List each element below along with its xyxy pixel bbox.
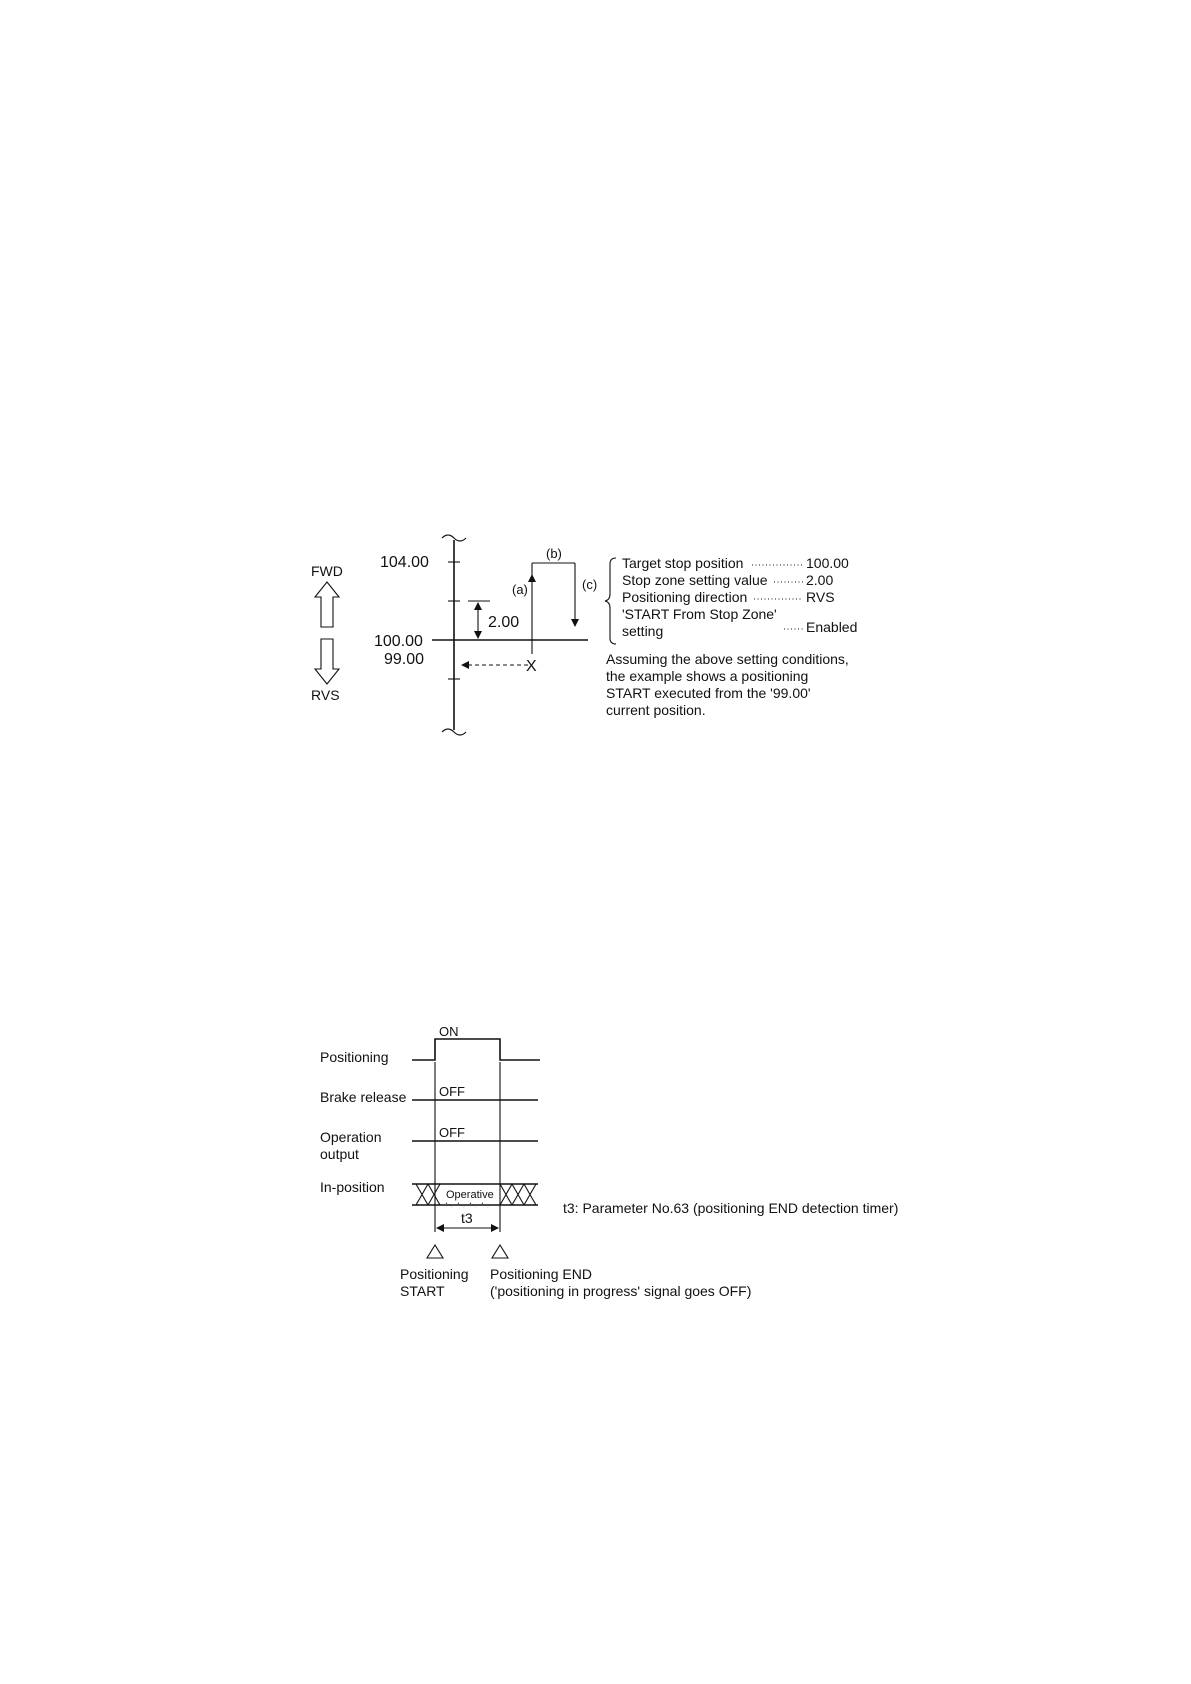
- axis-break-top: [441, 534, 467, 542]
- label-b: (b): [546, 546, 562, 561]
- t3-note: t3: Parameter No.63 (positioning END det…: [563, 1200, 898, 1216]
- label-a: (a): [512, 582, 528, 597]
- setting-name-direction: Positioning direction: [622, 589, 747, 605]
- rvs-label: RVS: [311, 687, 340, 703]
- example-note: Assuming the above setting conditions, t…: [606, 651, 849, 718]
- end-marker-icon: [491, 1243, 509, 1259]
- tick-label-104: 104.00: [380, 554, 429, 571]
- t3-label: t3: [461, 1210, 473, 1226]
- axis-break-bottom: [441, 728, 467, 736]
- setting-value-zone: 2.00: [806, 572, 833, 588]
- note-line-2: the example shows a positioning: [606, 668, 808, 684]
- note-line-1: Assuming the above setting conditions,: [606, 651, 849, 667]
- state-on: ON: [439, 1024, 459, 1039]
- start-marker-icon: [426, 1243, 444, 1259]
- note-line-3: START executed from the '99.00': [606, 685, 811, 701]
- signal-label-operation-1: Operation: [320, 1129, 381, 1145]
- start-label-2: START: [400, 1283, 445, 1299]
- end-label-2: ('positioning in progress' signal goes O…: [490, 1283, 751, 1299]
- positioning-example-diagram: FWD RVS 104.00 100.00 99.00 2.00 X (a) (…: [311, 534, 857, 736]
- signal-label-brake: Brake release: [320, 1089, 407, 1105]
- setting-name-startzone: 'START From Stop Zone': [622, 606, 777, 622]
- timing-chart: Positioning Brake release Operation outp…: [320, 1024, 898, 1299]
- setting-name-startzone-2: setting: [622, 623, 663, 639]
- positioning-waveform: [412, 1038, 540, 1061]
- setting-value-startzone: Enabled: [806, 619, 857, 635]
- rvs-arrow-icon: [313, 638, 341, 685]
- signal-label-inposition: In-position: [320, 1179, 385, 1195]
- tick-label-99: 99.00: [384, 651, 424, 668]
- setting-value-target: 100.00: [806, 555, 849, 571]
- state-off-brake: OFF: [439, 1084, 465, 1099]
- start-label-1: Positioning: [400, 1266, 469, 1282]
- note-line-4: current position.: [606, 702, 706, 718]
- settings-brace: [604, 557, 617, 645]
- current-position-x: X: [526, 658, 537, 675]
- fwd-label: FWD: [311, 563, 343, 579]
- state-operative: Operative: [446, 1189, 494, 1201]
- inposition-waveform: Operative: [412, 1183, 538, 1208]
- setting-name-target: Target stop position: [622, 555, 743, 571]
- setting-value-direction: RVS: [806, 589, 835, 605]
- fwd-arrow-icon: [313, 581, 341, 628]
- tick-label-100: 100.00: [374, 633, 423, 650]
- state-off-operation: OFF: [439, 1125, 465, 1140]
- label-c: (c): [582, 577, 597, 592]
- setting-name-zone: Stop zone setting value: [622, 572, 768, 588]
- signal-label-operation-2: output: [320, 1146, 359, 1162]
- signal-label-positioning: Positioning: [320, 1049, 389, 1065]
- end-label-1: Positioning END: [490, 1266, 592, 1282]
- stop-zone-value: 2.00: [488, 614, 519, 631]
- settings-list: Target stop position 100.00 Stop zone se…: [622, 555, 857, 639]
